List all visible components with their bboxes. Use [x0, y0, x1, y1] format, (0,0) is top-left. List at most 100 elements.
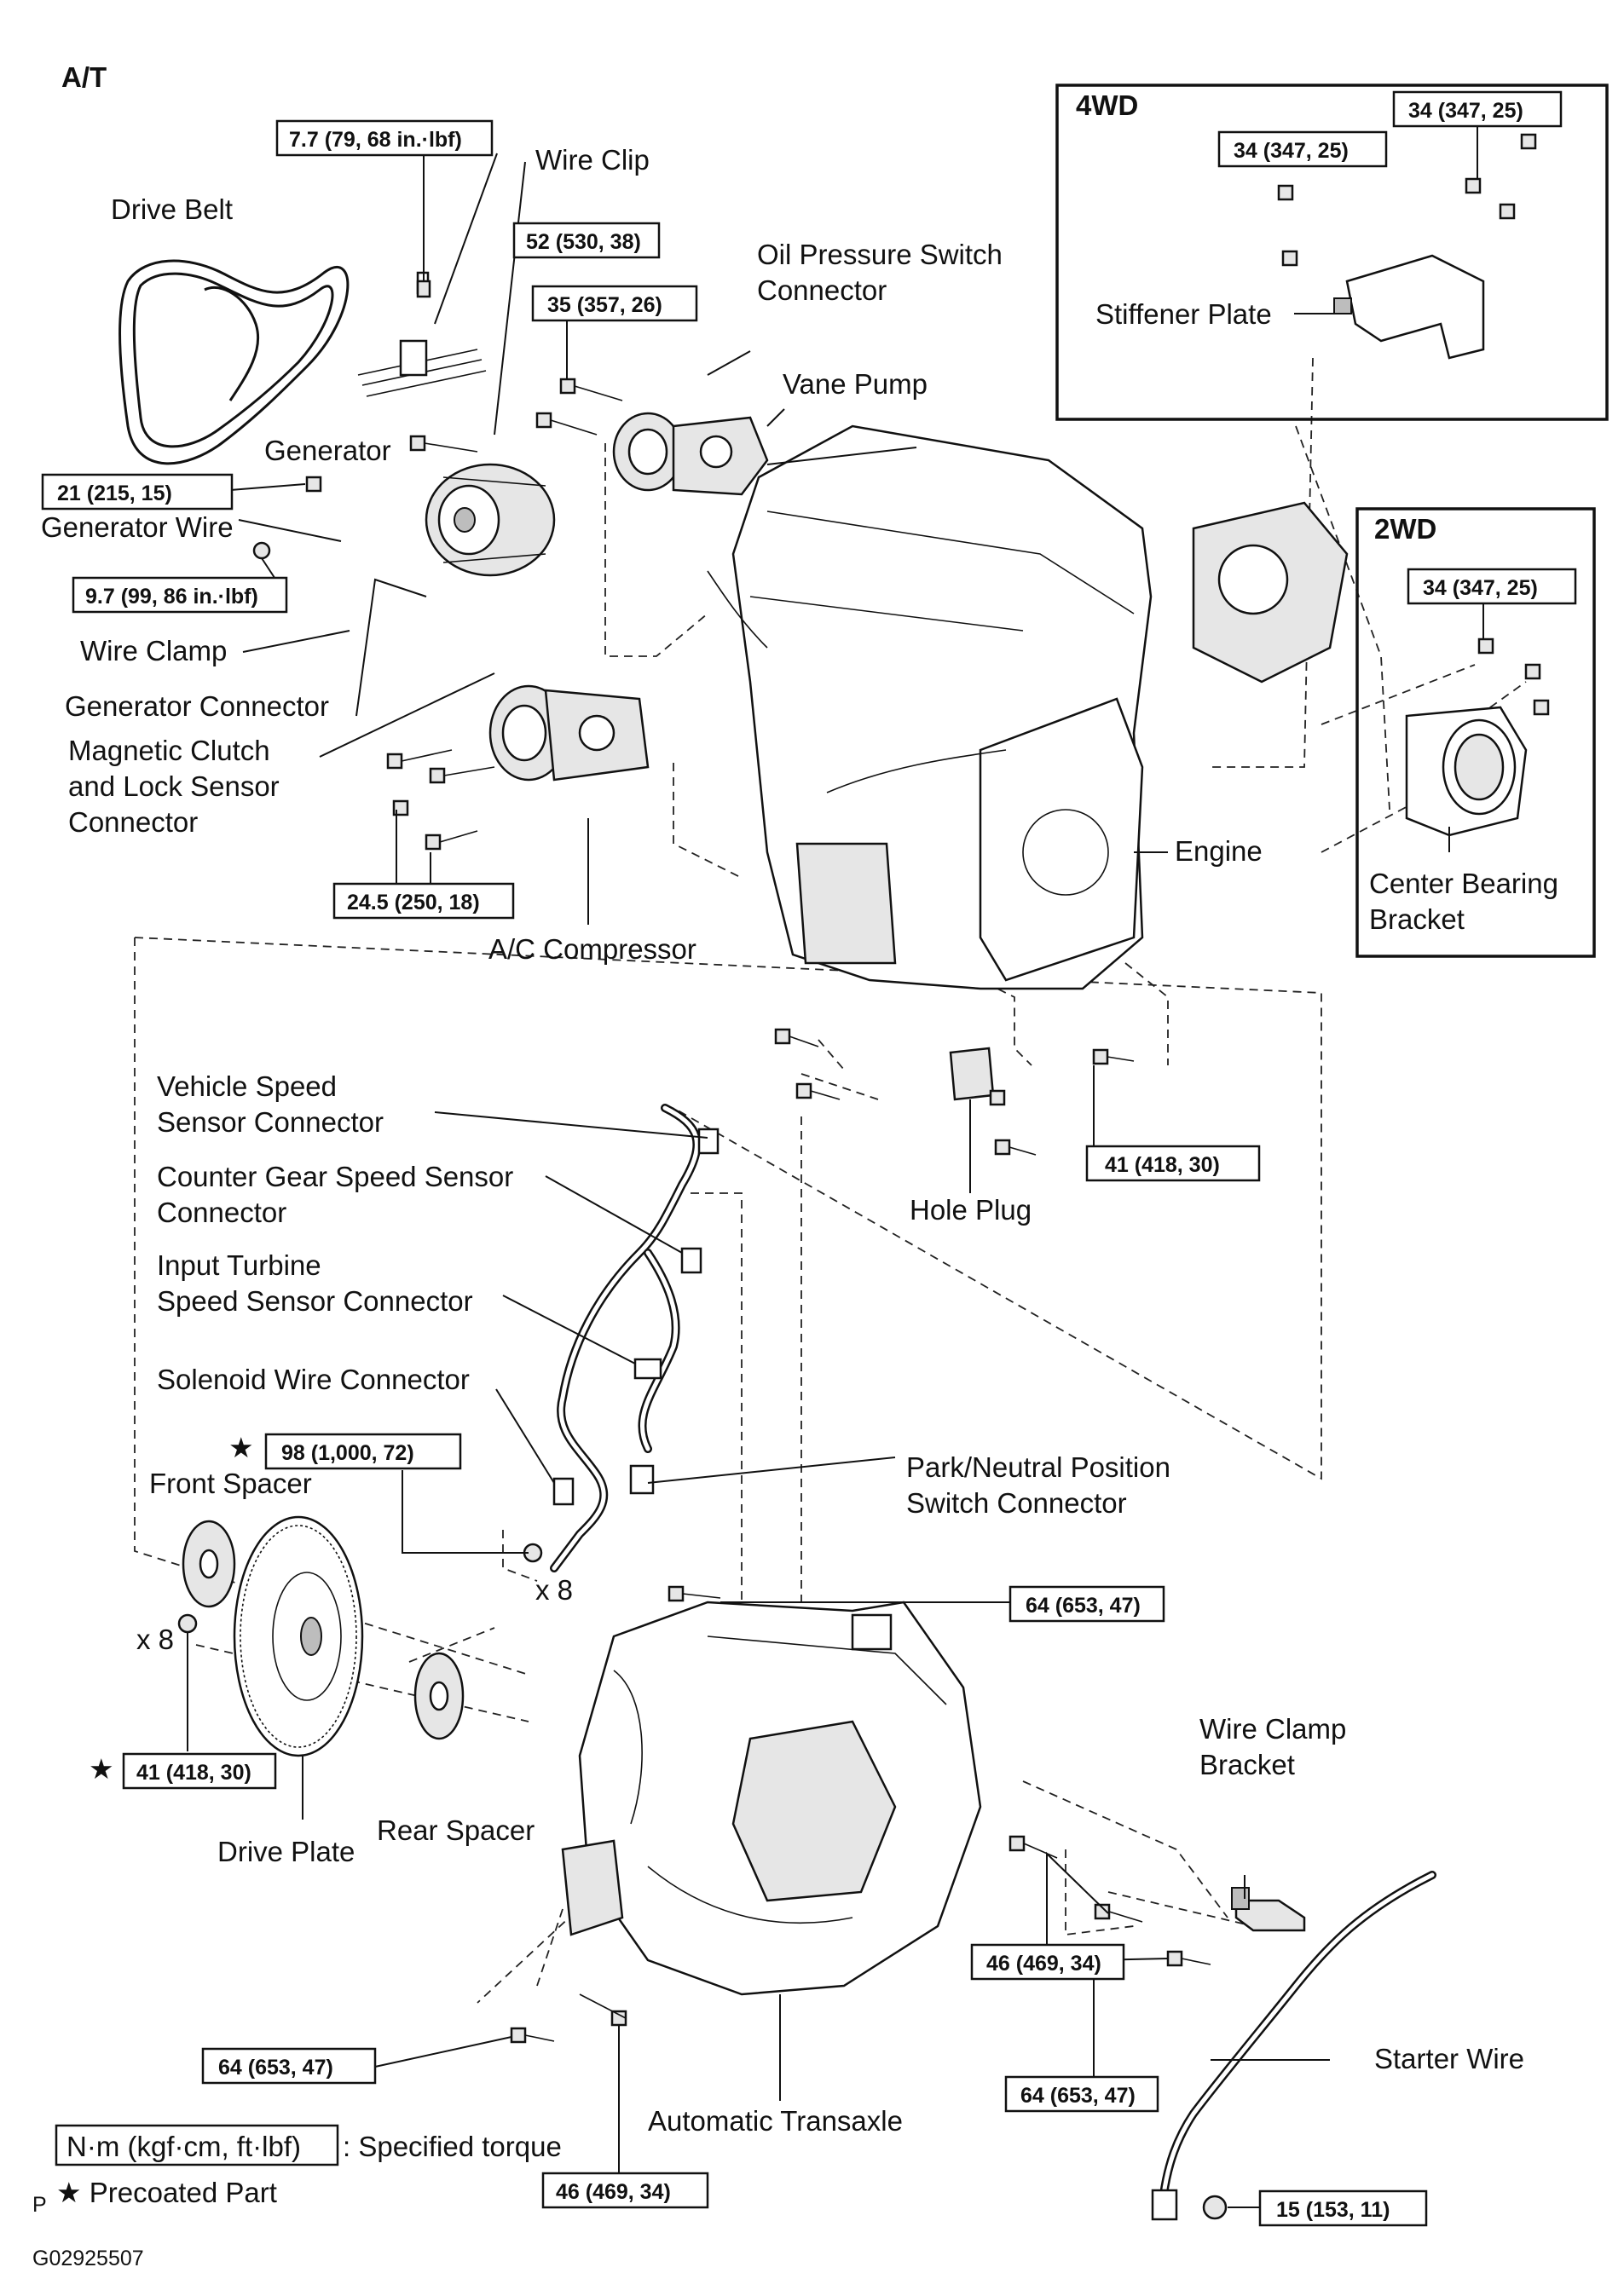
- torque-box-41-drive-plate: [122, 1752, 277, 1790]
- rear-spacer-label: Rear Spacer: [377, 1814, 535, 1846]
- bolt-4wd-3: [1465, 177, 1482, 194]
- drive-plate-label: Drive Plate: [217, 1836, 355, 1867]
- bolt-64-right: [1166, 1950, 1183, 1967]
- bolt-engine-1: [774, 1028, 791, 1045]
- bolt-ac-2: [429, 767, 446, 784]
- ac-compressor-label: A/C Compressor: [488, 933, 696, 965]
- bolt-ac-1: [386, 753, 403, 770]
- bolt-2wd-2: [1524, 663, 1541, 680]
- bolt-64-left: [510, 2027, 527, 2044]
- 4wd-heading: 4WD: [1076, 89, 1138, 121]
- torque-box-24-5: [332, 882, 515, 920]
- torque-box-9-7: [72, 576, 288, 614]
- solenoid-label: Solenoid Wire Connector: [157, 1364, 470, 1395]
- hole-plug-drawing: [949, 1047, 995, 1101]
- torque-15: 15 (153, 11): [1276, 2198, 1390, 2222]
- front-spacer-label: Front Spacer: [149, 1468, 312, 1499]
- torque-24-5: 24.5 (250, 18): [347, 891, 480, 914]
- torque-4wd-b: 34 (347, 25): [1234, 139, 1349, 163]
- drive-belt-label: Drive Belt: [111, 193, 233, 225]
- torque-2wd: 34 (347, 25): [1423, 576, 1538, 600]
- torque-box-46-right: [970, 1943, 1125, 1981]
- torque-41-engine: 41 (418, 30): [1105, 1153, 1220, 1177]
- bolt-21: [305, 476, 322, 493]
- bolt-engine-3: [989, 1089, 1006, 1106]
- vss-label-1: Vehicle Speed: [157, 1070, 337, 1102]
- oil-pressure-label-1: Oil Pressure Switch: [757, 239, 1003, 270]
- torque-64-left: 64 (653, 47): [218, 2056, 333, 2080]
- legend-unit-box: [55, 2124, 339, 2166]
- wire-clamp-label: Wire Clamp: [80, 635, 227, 666]
- torque-41-drive-plate: 41 (418, 30): [136, 1761, 251, 1785]
- center-bearing-bracket-drawing: [1405, 706, 1528, 837]
- bolt-35-b: [535, 412, 552, 429]
- bolt-4wd-1: [1277, 184, 1294, 201]
- legend-p-mark: P: [32, 2193, 47, 2217]
- generator-connector-label: Generator Connector: [65, 690, 329, 722]
- torque-box-52: [512, 222, 661, 259]
- x8-label-bolt: x 8: [535, 1574, 573, 1606]
- torque-box-46-bottom: [541, 2172, 709, 2209]
- torque-46-right: 46 (469, 34): [986, 1952, 1101, 1976]
- torque-box-35: [531, 285, 698, 322]
- stiffener-plate-drawing: [1333, 254, 1485, 360]
- torque-box-98: [264, 1433, 462, 1470]
- vss-label-2: Sensor Connector: [157, 1106, 384, 1138]
- transaxle-wire-harness-drawing: [550, 1104, 720, 1572]
- leader-lines: [187, 115, 1484, 2208]
- figure-code: G02925507: [32, 2247, 144, 2270]
- torque-box-4wd-b: [1217, 130, 1388, 168]
- drive-plate-drawing: [233, 1515, 364, 1757]
- torque-64-right: 64 (653, 47): [1020, 2084, 1136, 2108]
- wire-clip-label: Wire Clip: [535, 144, 650, 176]
- park-neutral-label-2: Switch Connector: [906, 1487, 1127, 1519]
- cgs-label-1: Counter Gear Speed Sensor: [157, 1161, 513, 1192]
- oil-pressure-label-2: Connector: [757, 274, 887, 306]
- torque-46-bottom: 46 (469, 34): [556, 2180, 671, 2204]
- wire-clamp-bracket-label-1: Wire Clamp: [1199, 1713, 1346, 1745]
- bolt-35: [559, 378, 576, 395]
- 4wd-frame: [1055, 84, 1609, 421]
- cgs-label-2: Connector: [157, 1197, 286, 1228]
- generator-drawing: [425, 463, 556, 577]
- hole-plug-label: Hole Plug: [910, 1194, 1032, 1226]
- legend-precoated: ★ Precoated Part: [56, 2177, 277, 2208]
- bolt-4wd-2: [1281, 250, 1298, 267]
- star-41: ★: [89, 1753, 114, 1785]
- star-98: ★: [228, 1432, 254, 1463]
- engine-label: Engine: [1175, 835, 1263, 867]
- bolt-52: [409, 435, 426, 452]
- bolt-2wd-1: [1477, 637, 1494, 655]
- bolt-64-top: [668, 1585, 685, 1602]
- torque-box-41-engine: [1085, 1145, 1261, 1182]
- torque-box-64-right: [1004, 2075, 1159, 2113]
- bolt-engine-4: [994, 1139, 1011, 1156]
- its-label-2: Speed Sensor Connector: [157, 1285, 473, 1317]
- rear-spacer-drawing: [413, 1652, 465, 1740]
- magnetic-clutch-label-3: Connector: [68, 806, 198, 838]
- torque-box-2wd: [1407, 568, 1577, 605]
- bolt-7-7: [416, 280, 431, 298]
- torque-box-64-left: [201, 2047, 377, 2085]
- nut-9-7: [252, 541, 271, 560]
- ac-compressor-drawing: [488, 684, 650, 782]
- 2wd-frame: [1355, 507, 1596, 958]
- stiffener-plate-label: Stiffener Plate: [1095, 298, 1272, 330]
- magnetic-clutch-label-1: Magnetic Clutch: [68, 735, 270, 766]
- vane-pump-drawing: [612, 412, 769, 496]
- torque-box-7-7: [275, 119, 494, 157]
- center-bearing-label-2: Bracket: [1369, 903, 1465, 935]
- generator-label: Generator: [264, 435, 391, 466]
- bolt-4wd-5: [1499, 203, 1516, 220]
- bolt-2wd-3: [1533, 699, 1550, 716]
- magnetic-clutch-label-2: and Lock Sensor: [68, 770, 280, 802]
- torque-box-15: [1258, 2189, 1428, 2227]
- torque-52: 52 (530, 38): [526, 230, 641, 254]
- bolt-41: [1092, 1048, 1109, 1065]
- torque-98: 98 (1,000, 72): [281, 1441, 414, 1465]
- torque-7-7: 7.7 (79, 68 in.·lbf): [289, 128, 462, 152]
- legend-specified-torque: : Specified torque: [343, 2131, 562, 2162]
- bolt-engine-2: [795, 1082, 812, 1099]
- x8-label-drive-plate: x 8: [136, 1624, 174, 1655]
